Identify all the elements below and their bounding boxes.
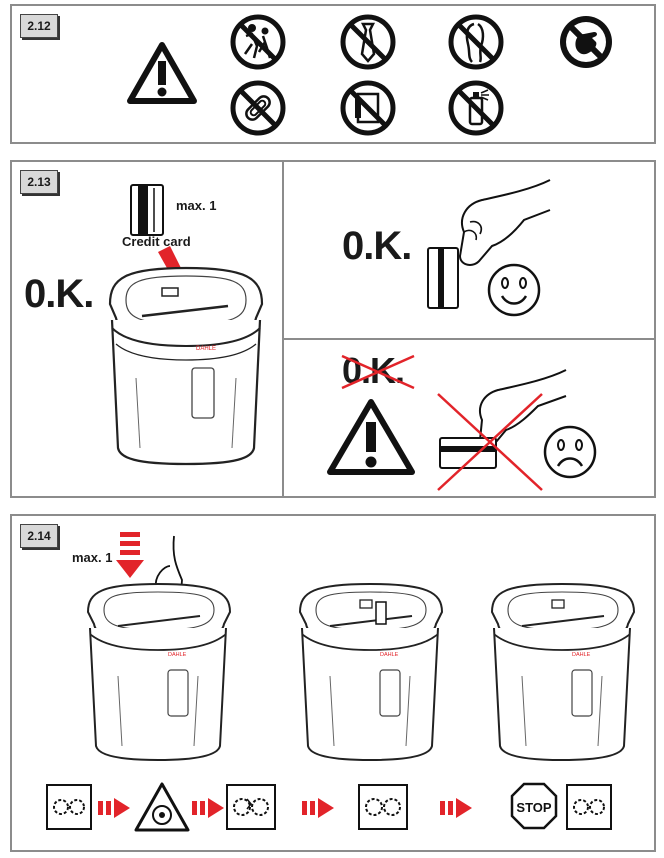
smiley-happy-icon: [487, 263, 541, 317]
ok-strike-cross: [341, 354, 415, 390]
arrow-right-icon: [98, 798, 130, 818]
section-tag: 2.12: [20, 14, 58, 38]
section-tag: 2.13: [20, 170, 58, 194]
warning-triangle-icon: [327, 399, 415, 475]
hand-card-wrong-icon: [439, 369, 567, 469]
gears-running-icon: [226, 784, 276, 830]
gears-reverse-icon: [358, 784, 408, 830]
no-staples-binder-icon: [340, 80, 396, 136]
hand-holding-card-icon: [427, 179, 551, 309]
smiley-sad-icon: [543, 425, 597, 479]
svg-text:DAHLE: DAHLE: [168, 652, 187, 658]
shredder-empty-3: DAHLE: [490, 582, 636, 762]
stop-label: STOP: [516, 800, 551, 815]
wrong-cross-icon: [437, 393, 543, 491]
divider-horizontal: [282, 338, 656, 340]
max-label: max. 1: [176, 198, 217, 213]
shredder-illustration: DAHLE: [108, 246, 264, 466]
no-hand-icon: [560, 16, 612, 68]
arrow-right-icon: [440, 798, 472, 818]
gears-icon: [46, 784, 92, 830]
ok-label-main: 0.K.: [24, 272, 94, 316]
ok-label-right: 0.K.: [342, 224, 412, 268]
arrow-right-icon: [302, 798, 334, 818]
max-label: max. 1: [72, 550, 113, 565]
section-2-12: 2.12: [10, 4, 656, 144]
shredder-with-card-2: DAHLE: [298, 582, 444, 762]
no-children-icon: [230, 14, 286, 70]
svg-text:DAHLE: DAHLE: [380, 652, 399, 658]
stop-sign-icon: STOP: [510, 782, 558, 830]
no-aerosol-icon: [448, 80, 504, 136]
insert-arrow-icon: [116, 532, 144, 578]
auto-feed-warning-icon: [134, 782, 190, 832]
warning-triangle-icon: [127, 42, 197, 104]
arrow-right-icon: [192, 798, 224, 818]
section-tag: 2.14: [20, 524, 58, 548]
svg-text:DAHLE: DAHLE: [196, 346, 216, 352]
shredder-with-card-1: DAHLE: [86, 535, 232, 762]
section-2-14: 2.14 max. 1 DAHLE DAHLE: [10, 514, 656, 852]
no-tie-icon: [340, 14, 396, 70]
no-long-hair-icon: [448, 14, 504, 70]
credit-card-label: Credit card: [122, 234, 191, 249]
gears-stopped-icon: [566, 784, 612, 830]
no-paperclip-icon: [230, 80, 286, 136]
svg-text:DAHLE: DAHLE: [572, 652, 591, 658]
credit-card-icon: [130, 184, 164, 236]
section-2-13: 2.13 max. 1 Credit card 0.K. DAHLE 0.K.: [10, 160, 656, 498]
divider-vertical: [282, 162, 284, 498]
